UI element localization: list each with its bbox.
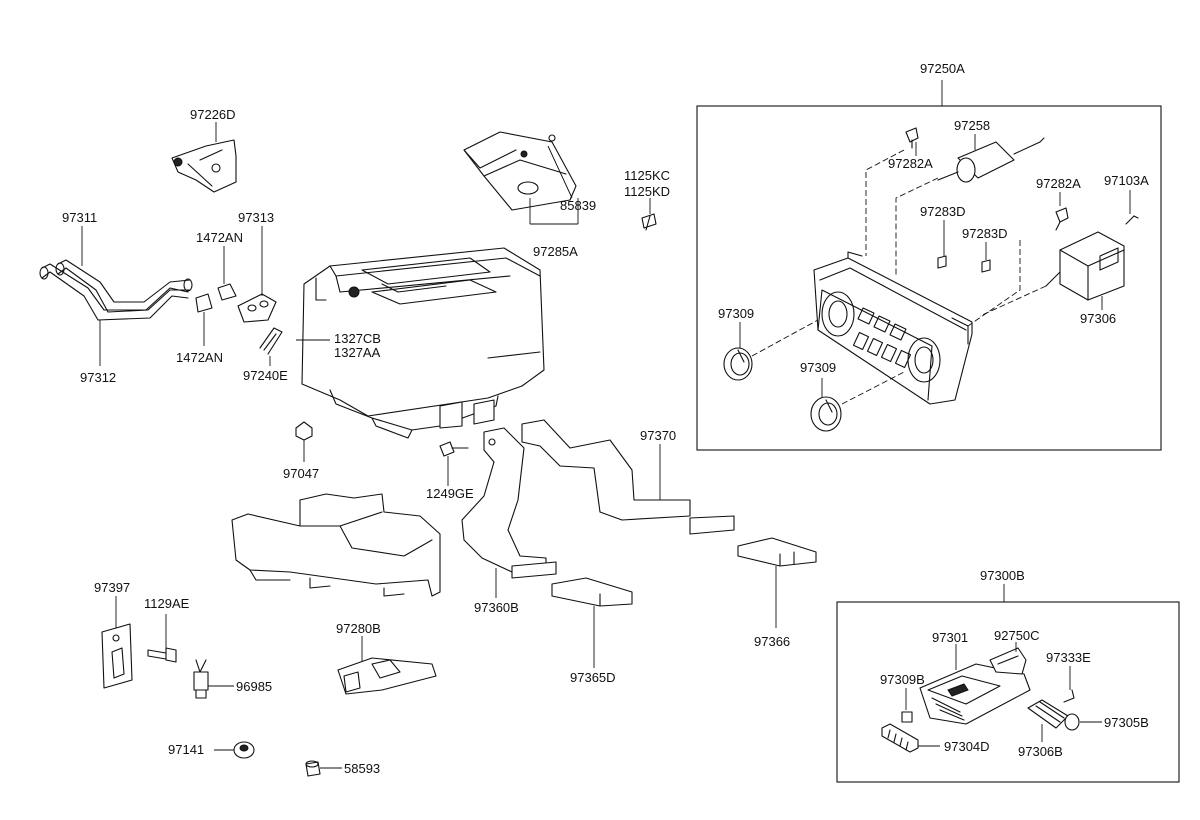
button-97309B-drawing <box>901 711 913 723</box>
knob-97309-right-drawing <box>810 396 842 432</box>
label-97370: 97370 <box>640 428 676 443</box>
fastener-58593-drawing <box>305 760 321 777</box>
label-97360B: 97360B <box>474 600 519 615</box>
label-97240E: 97240E <box>243 368 288 383</box>
control-panel-drawing <box>813 251 973 405</box>
label-97282A-top: 97282A <box>888 156 933 171</box>
panel-assembly-frame <box>836 601 1180 783</box>
knob-97306B-drawing <box>1027 699 1069 729</box>
label-1129AE: 1129AE <box>144 596 190 611</box>
control-assembly-frame <box>696 105 1162 451</box>
grommet-97313-drawing <box>237 293 277 323</box>
label-1249GE: 1249GE <box>426 486 474 501</box>
bolt-1249GE-drawing <box>439 441 469 457</box>
heater-pipe-drawing <box>39 259 193 321</box>
duct-97360B-drawing <box>461 427 557 579</box>
label-58593: 58593 <box>344 761 380 776</box>
label-97283D-right: 97283D <box>962 226 1008 241</box>
panel-assembly-group: 97300B 97301 92750C 97309B 97333E 97305B… <box>836 568 1180 783</box>
grommet-97141-drawing <box>233 741 255 759</box>
label-1472AN-top: 1472AN <box>196 230 243 245</box>
bracket-97226D-drawing <box>171 139 237 193</box>
label-97366: 97366 <box>754 634 790 649</box>
label-1472AN-bottom: 1472AN <box>176 350 223 365</box>
screw-97282A-right-drawing <box>1055 207 1069 231</box>
label-97282A-right: 97282A <box>1036 176 1081 191</box>
sensor-96985-drawing <box>193 659 209 699</box>
label-1327AA: 1327AA <box>334 345 381 360</box>
screw-97283D-drawing <box>937 255 991 273</box>
lower-duct-drawing <box>231 493 441 597</box>
label-97103A: 97103A <box>1104 173 1149 188</box>
label-97250A: 97250A <box>920 61 965 76</box>
label-97226D: 97226D <box>190 107 236 122</box>
label-97301: 97301 <box>932 630 968 645</box>
heater-unit-drawing <box>301 247 545 439</box>
label-97258: 97258 <box>954 118 990 133</box>
label-97141: 97141 <box>168 742 204 757</box>
label-97309B: 97309B <box>880 672 925 687</box>
duct-97366-drawing <box>737 537 817 567</box>
label-97305B: 97305B <box>1104 715 1149 730</box>
screw-97282A-top-drawing <box>905 127 919 149</box>
label-97285A: 97285A <box>533 244 578 259</box>
clip-97333E-drawing <box>1063 689 1075 703</box>
label-97397: 97397 <box>94 580 130 595</box>
label-97280B: 97280B <box>336 621 381 636</box>
label-97312: 97312 <box>80 370 116 385</box>
bolt-1129AE-drawing <box>147 647 177 663</box>
module-97306-drawing <box>1045 231 1125 301</box>
bracket-97397-drawing <box>101 623 133 689</box>
label-97365D: 97365D <box>570 670 616 685</box>
label-97309-left: 97309 <box>718 306 754 321</box>
label-97306B: 97306B <box>1018 744 1063 759</box>
label-97309-right: 97309 <box>800 360 836 375</box>
clip-97240E-drawing <box>259 327 283 355</box>
control-assembly-group: 97250A 97258 97282A 97282A 97103A 97283D… <box>696 61 1162 451</box>
trim-92750C-drawing <box>989 647 1027 675</box>
label-1125KD: 1125KD <box>624 184 670 199</box>
duct-97370-drawing <box>521 419 735 535</box>
clamp-1472AN-top-drawing <box>217 283 237 301</box>
label-1327CB: 1327CB <box>334 331 381 346</box>
clamp-1472AN-bottom-drawing <box>195 293 213 313</box>
label-96985: 96985 <box>236 679 272 694</box>
label-85839: 85839 <box>560 198 596 213</box>
panel-97301-drawing <box>919 663 1031 725</box>
label-97313: 97313 <box>238 210 274 225</box>
duct-97365D-drawing <box>551 577 633 607</box>
screw-1125KC-drawing <box>641 213 657 231</box>
screw-97103A-drawing <box>1125 215 1139 225</box>
buttons-97304D-drawing <box>881 723 919 753</box>
label-97311: 97311 <box>62 210 97 225</box>
label-97306: 97306 <box>1080 311 1116 326</box>
label-97333E: 97333E <box>1046 650 1091 665</box>
cap-97305B-drawing <box>1064 713 1080 731</box>
bracket-97285A-drawing <box>463 131 577 211</box>
switch-97280B-drawing <box>337 657 437 695</box>
actuator-97258-drawing <box>937 137 1045 183</box>
label-1125KC: 1125KC <box>624 168 670 183</box>
label-97300B: 97300B <box>980 568 1025 583</box>
label-92750C: 92750C <box>994 628 1040 643</box>
label-97047: 97047 <box>283 466 319 481</box>
nut-97047-drawing <box>295 421 313 441</box>
knob-97309-left-drawing <box>723 347 753 381</box>
label-97283D-left: 97283D <box>920 204 966 219</box>
label-97304D: 97304D <box>944 739 990 754</box>
